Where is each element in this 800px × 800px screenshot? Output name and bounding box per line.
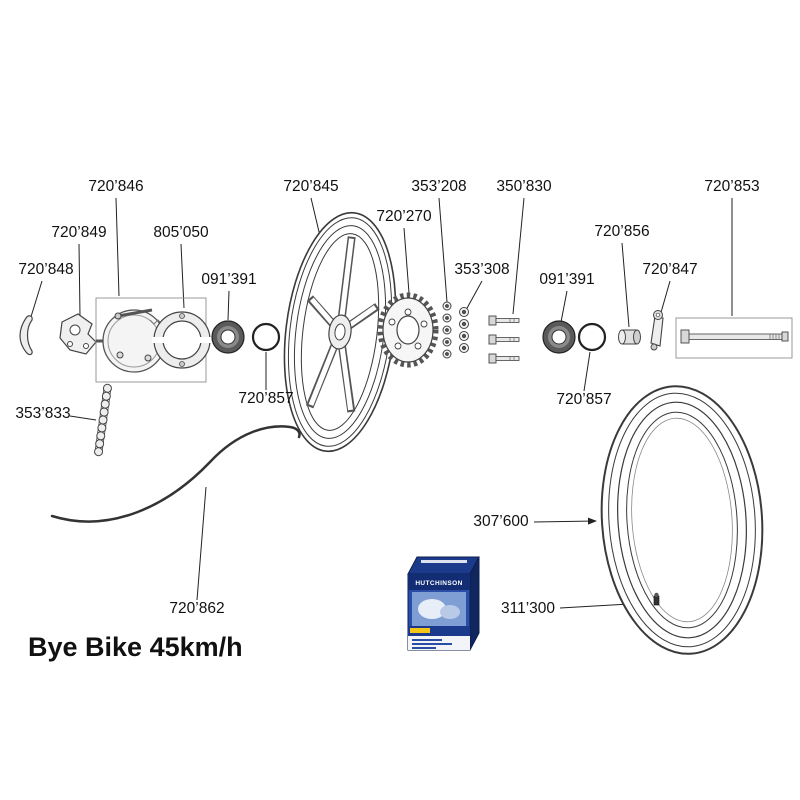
label-bolts: 350’830 xyxy=(496,178,552,195)
spacer-part xyxy=(618,329,641,345)
label-lever: 720’847 xyxy=(642,261,697,278)
oring-left-part xyxy=(251,322,281,352)
retaining-clip-part xyxy=(19,315,33,356)
label-cable: 720’862 xyxy=(169,600,224,617)
label-tire: 307’600 xyxy=(473,513,529,530)
chain-part xyxy=(94,383,112,457)
bearing-left-part xyxy=(211,320,245,354)
bracket-part xyxy=(59,313,97,355)
oring-right-part xyxy=(577,322,607,352)
brake-shoes-part xyxy=(152,311,212,369)
label-washers-a: 353’208 xyxy=(411,178,466,195)
wheel-rim-part xyxy=(283,211,397,453)
label-washers-b: 353’308 xyxy=(454,261,509,278)
label-brake-plate: 720’846 xyxy=(88,178,143,195)
tube-box-brand: HUTCHINSON xyxy=(415,580,462,587)
bolts-part xyxy=(488,315,520,364)
label-sprocket: 720’270 xyxy=(376,208,432,225)
brake-cable-part xyxy=(50,425,301,523)
washers-part xyxy=(442,301,469,359)
brake-lever-part xyxy=(650,310,664,351)
label-bearing-left: 091’391 xyxy=(201,271,256,288)
label-spacer: 720’856 xyxy=(594,223,649,240)
bearing-right-part xyxy=(542,320,576,354)
label-chain: 353’833 xyxy=(15,405,70,422)
label-axle: 720’853 xyxy=(704,178,759,195)
leader-lines xyxy=(29,197,733,609)
axle-assembly-part xyxy=(675,317,793,359)
label-bracket: 720’849 xyxy=(51,224,106,241)
label-bearing-right: 091’391 xyxy=(539,271,594,288)
label-oring-right: 720’857 xyxy=(556,391,611,408)
tire-part xyxy=(600,385,764,655)
brake-plate-assembly xyxy=(95,297,207,383)
valve-part xyxy=(653,592,660,606)
label-clip: 720’848 xyxy=(18,261,73,278)
diagram-title: Bye Bike 45km/h xyxy=(28,632,243,662)
label-wheel: 720’845 xyxy=(283,178,338,195)
label-brake-shoes: 805’050 xyxy=(153,224,209,241)
label-tube: 311’300 xyxy=(501,600,555,617)
label-oring-left: 720’857 xyxy=(238,390,293,407)
sprocket-part xyxy=(377,292,439,368)
tube-box-part: HUTCHINSON xyxy=(407,556,480,651)
